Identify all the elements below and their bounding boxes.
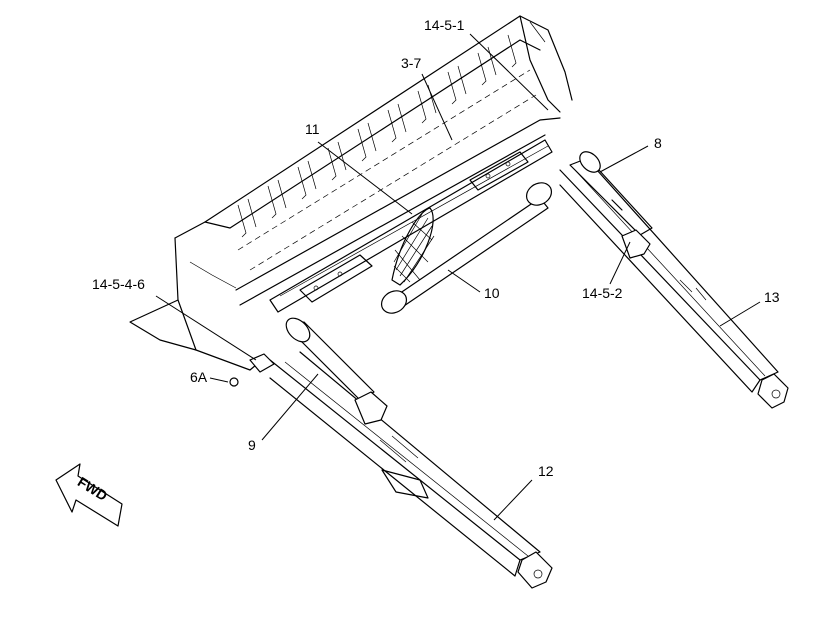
callout-6a: 6A — [190, 369, 208, 385]
callout-13: 13 — [764, 289, 780, 305]
forward-arrow-icon: FWD — [55, 463, 123, 527]
blade-moldboard — [129, 15, 573, 371]
mesh-guard — [391, 207, 435, 286]
callout-9: 9 — [248, 437, 256, 453]
push-arm-left-12 — [229, 317, 553, 589]
callout-14-5-1: 14-5-1 — [424, 17, 465, 33]
callout-11: 11 — [305, 121, 320, 137]
cross-brace — [269, 139, 553, 313]
callout-3-7: 3-7 — [401, 55, 421, 71]
blade-ribs — [237, 34, 517, 238]
callouts: 14-5-1 3-7 11 8 14-5-4-6 10 14-5-2 13 6A… — [92, 17, 780, 521]
push-arm-right-13 — [559, 151, 789, 409]
callout-10: 10 — [484, 285, 500, 301]
callout-14-5-4-6: 14-5-4-6 — [92, 276, 145, 292]
callout-12: 12 — [538, 463, 554, 479]
callout-14-5-2: 14-5-2 — [582, 285, 623, 301]
callout-8: 8 — [654, 135, 662, 151]
lower-brace-10 — [381, 182, 552, 314]
